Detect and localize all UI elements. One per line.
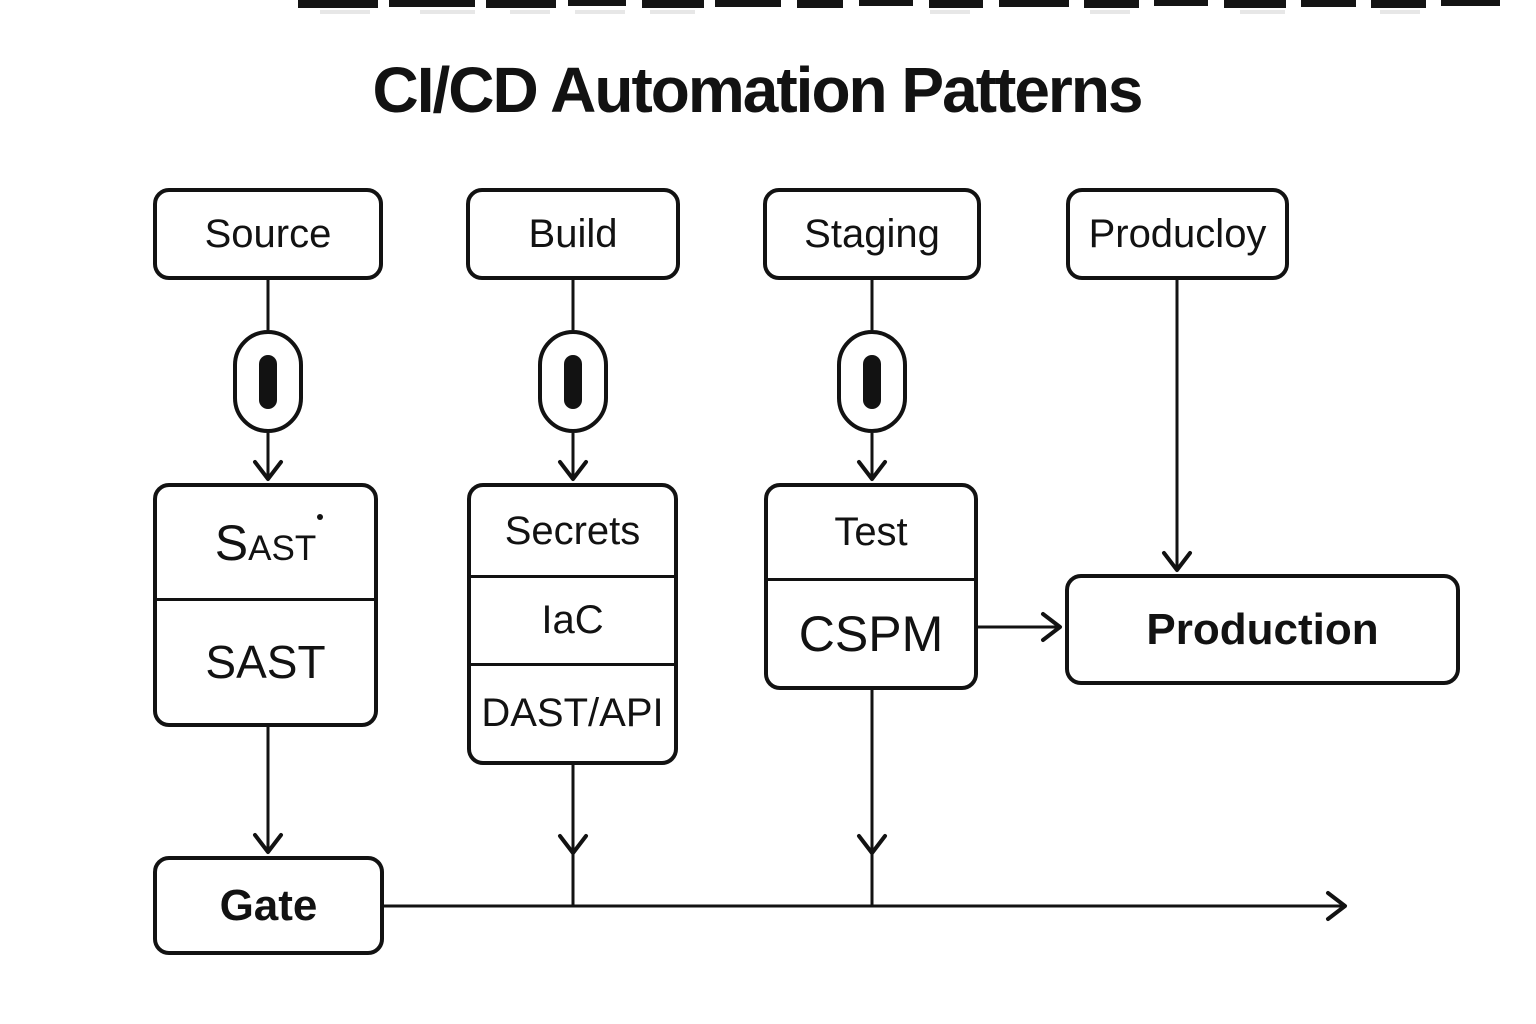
- stack-staging-scans: Test CSPM: [764, 483, 978, 690]
- diagram-title: CI/CD Automation Patterns: [372, 54, 1144, 126]
- vertical-bar-icon: [863, 354, 881, 409]
- node-build: Build: [466, 188, 680, 280]
- stack-cell-label: Sast: [214, 514, 317, 571]
- stack-source-scans: Sast SAST: [153, 483, 378, 727]
- arrowhead-right-icon: [1041, 612, 1062, 642]
- stack-cell-test: Test: [768, 487, 974, 578]
- stray-dot-artifact: [317, 514, 323, 520]
- stack-cell-label: SAST: [205, 636, 326, 688]
- node-gate: Gate: [153, 856, 384, 955]
- node-producloy-label: Producloy: [1088, 211, 1267, 256]
- stack-cell-label: DAST/API: [481, 691, 664, 735]
- node-staging: Staging: [763, 188, 981, 280]
- arrowhead-down-icon: [857, 834, 887, 855]
- stage-connector-pill-staging: [837, 330, 907, 433]
- node-build-label: Build: [528, 211, 618, 256]
- arrowhead-down-icon: [558, 834, 588, 855]
- arrowhead-down-icon: [253, 833, 283, 854]
- stack-cell-label: Test: [834, 510, 908, 554]
- node-source-label: Source: [204, 211, 332, 256]
- stack-cell-iac: IaC: [471, 575, 674, 663]
- arrowhead-down-icon: [558, 460, 588, 481]
- node-source: Source: [153, 188, 383, 280]
- stack-cell-sast-bottom: SAST: [157, 598, 374, 723]
- node-producloy: Producloy: [1066, 188, 1289, 280]
- stack-cell-cspm: CSPM: [768, 578, 974, 686]
- arrowhead-right-icon: [1326, 891, 1347, 921]
- arrowhead-down-icon: [253, 460, 283, 481]
- stack-cell-secrets: Secrets: [471, 487, 674, 575]
- node-staging-label: Staging: [804, 211, 940, 256]
- stage-connector-pill-source: [233, 330, 303, 433]
- vertical-bar-icon: [564, 354, 582, 409]
- arrowhead-down-icon: [1162, 551, 1192, 572]
- vertical-bar-icon: [259, 354, 277, 409]
- arrowhead-down-icon: [857, 460, 887, 481]
- stack-cell-sast-top: Sast: [157, 487, 374, 598]
- node-production: Production: [1065, 574, 1460, 685]
- stack-cell-dast-api: DAST/API: [471, 663, 674, 761]
- stack-cell-label: Secrets: [504, 508, 641, 553]
- node-production-label: Production: [1146, 604, 1379, 654]
- stack-cell-label: IaC: [541, 598, 604, 642]
- node-gate-label: Gate: [219, 880, 318, 930]
- stack-cell-label: CSPM: [798, 605, 944, 662]
- stack-build-scans: Secrets IaC DAST/API: [467, 483, 678, 765]
- stage-connector-pill-build: [538, 330, 608, 433]
